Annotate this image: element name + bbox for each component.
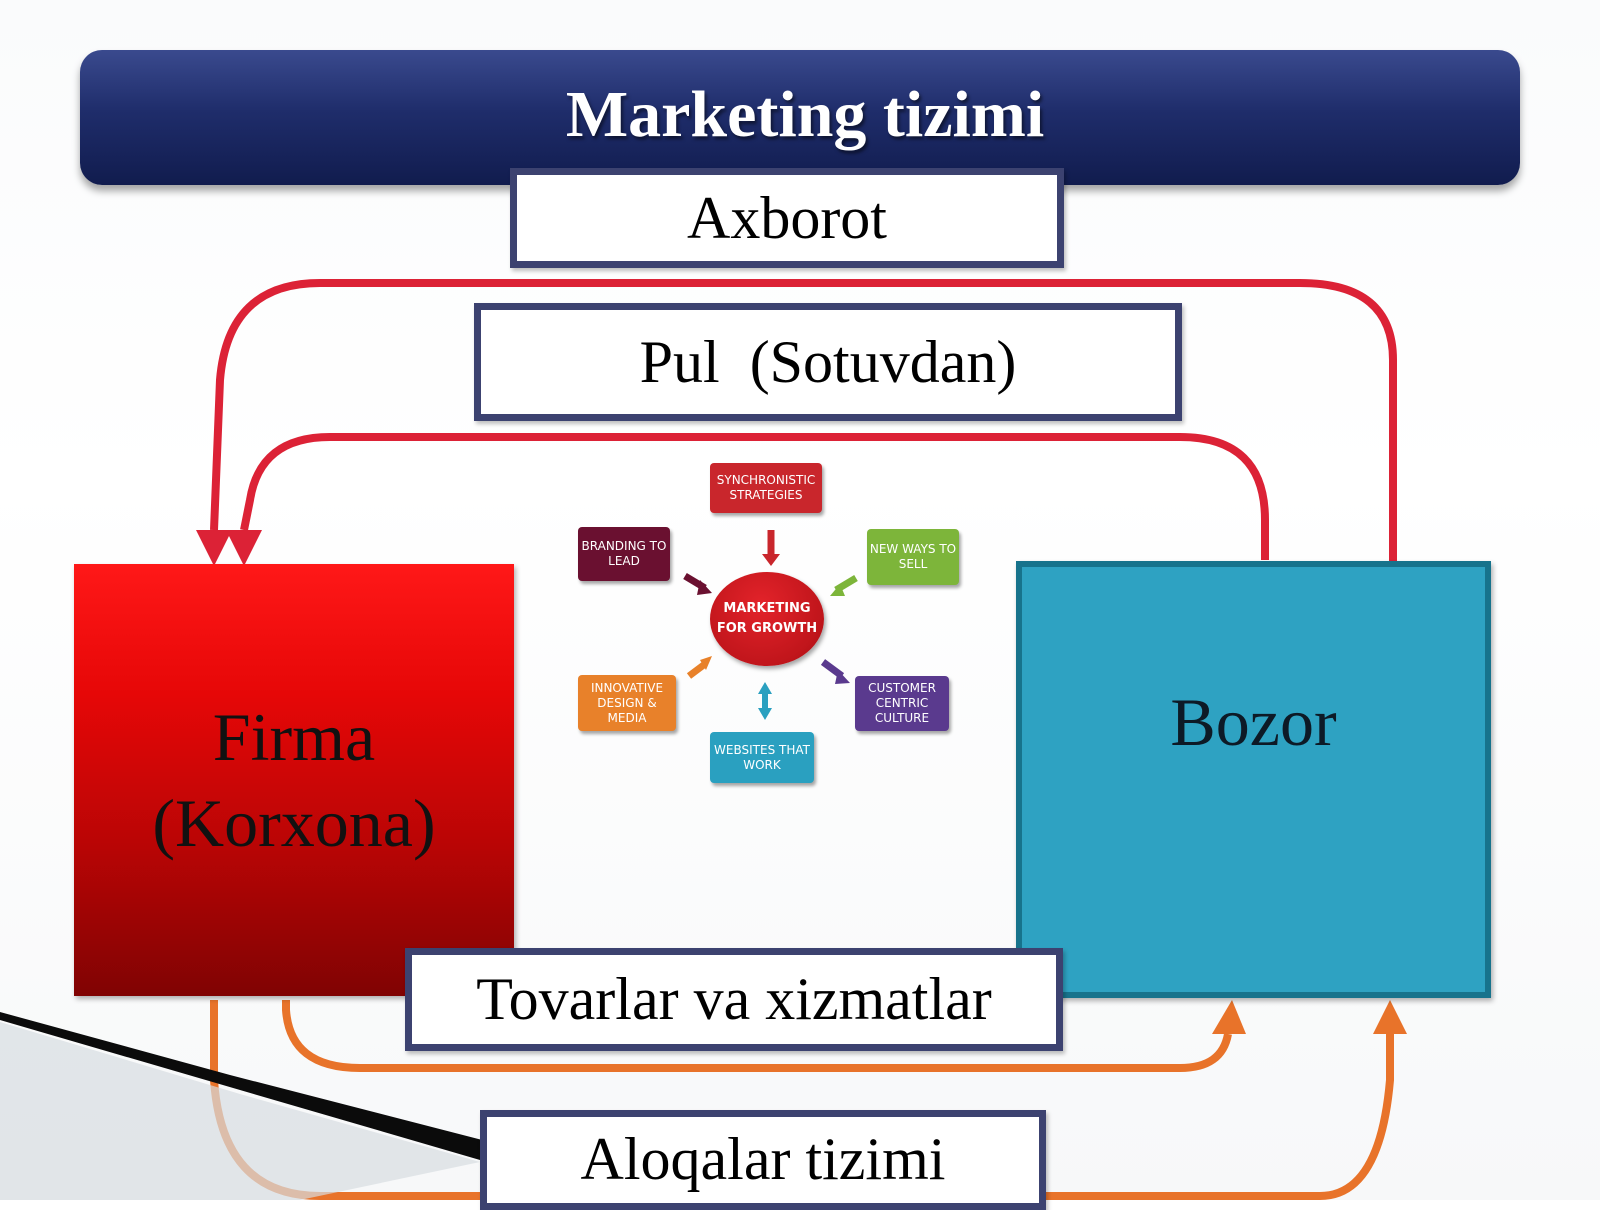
mind-node-top-left: BRANDING TO LEAD [578, 527, 670, 581]
decorative-swoosh-light [0, 1022, 480, 1200]
firm-label-line2: (Korxona) [152, 785, 436, 861]
money-label-box: Pul (Sotuvdan) [474, 303, 1182, 421]
goods-flow-arrow [282, 1000, 1232, 1072]
market-box: Bozor [1016, 561, 1491, 998]
decorative-swoosh [0, 1012, 490, 1160]
money-label: Pul (Sotuvdan) [639, 328, 1017, 395]
market-label: Bozor [1170, 684, 1337, 760]
goods-flow-arrowhead [1212, 1000, 1246, 1034]
firm-label-line1: Firma [212, 699, 376, 775]
mind-node-bottom: WEBSITES THAT WORK [710, 732, 814, 783]
slide-title: Marketing tizimi [565, 77, 1045, 151]
info-label-box: Axborot [510, 168, 1064, 268]
info-flow-arrow [210, 279, 1397, 562]
goods-label-box: Tovarlar va xizmatlar [405, 948, 1063, 1051]
mind-node-bottom-right: CUSTOMER CENTRIC CULTURE [855, 676, 949, 731]
money-flow-arrow [240, 433, 1269, 560]
goods-label: Tovarlar va xizmatlar [476, 966, 992, 1032]
communications-label: Aloqalar tizimi [580, 1126, 946, 1192]
mind-map-center: MARKETING FOR GROWTH [710, 572, 824, 666]
mind-node-top-right: NEW WAYS TO SELL [867, 529, 959, 585]
info-label: Axborot [687, 184, 887, 251]
mind-map-connectors [683, 530, 858, 720]
communications-flow-arrowhead [1373, 1000, 1407, 1034]
money-flow-arrowhead [226, 530, 262, 566]
mind-node-bottom-left: INNOVATIVE DESIGN & MEDIA [578, 675, 676, 731]
firm-box: Firma (Korxona) [74, 564, 514, 996]
mind-node-top: SYNCHRONISTIC STRATEGIES [710, 463, 822, 513]
communications-label-box: Aloqalar tizimi [480, 1110, 1046, 1210]
info-flow-arrowhead [196, 530, 232, 566]
title-bar: Marketing tizimi [80, 50, 1520, 185]
